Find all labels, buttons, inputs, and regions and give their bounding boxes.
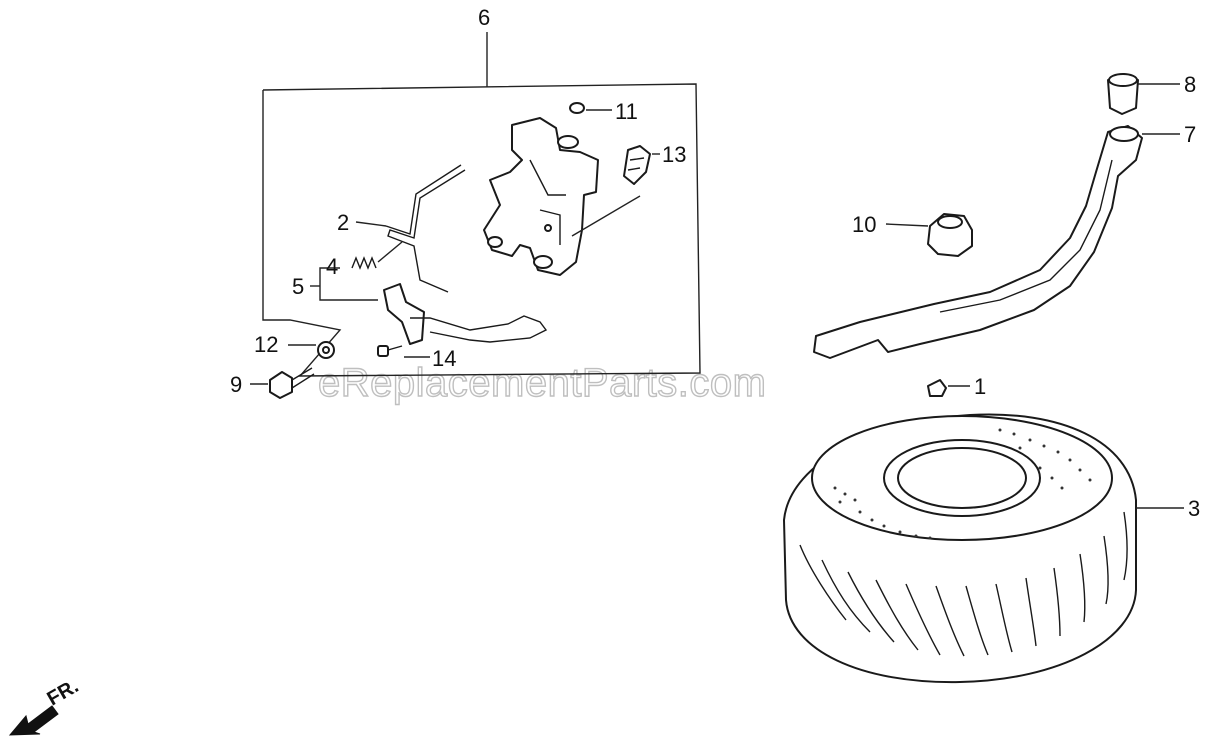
flywheel-fins: [799, 511, 1128, 657]
part-4-spring: [351, 241, 403, 270]
callout-11: 11: [615, 99, 638, 124]
part-14-screw: [377, 345, 430, 358]
callout-13: 13: [662, 142, 686, 167]
callout-1: 1: [974, 374, 986, 399]
part-1-key: [927, 379, 970, 397]
part-7-arm: [813, 125, 1180, 359]
callout-10: 10: [852, 212, 876, 237]
part-9-bolt: [250, 367, 315, 399]
direction-marker: FR.: [8, 675, 83, 736]
part-2-rod: [355, 164, 466, 293]
part-11-nut: [569, 102, 612, 114]
part-13-clip: [571, 145, 660, 237]
callout-12: 12: [254, 332, 278, 357]
fr-label: FR.: [44, 675, 83, 710]
governor-bracket: [483, 117, 599, 276]
part-8-nut: [1107, 73, 1180, 115]
assembly-6-outline: [262, 83, 701, 377]
part-5-arm: [383, 283, 548, 345]
watermark: eReplacementParts.com: [318, 361, 766, 405]
callout-9: 9: [230, 372, 242, 397]
callout-4: 4: [326, 254, 338, 279]
callout-3: 3: [1188, 496, 1200, 521]
part-12-washer: [288, 341, 335, 359]
callout-2: 2: [337, 210, 349, 235]
leader-4-5: [319, 267, 378, 301]
callout-5: 5: [292, 274, 304, 299]
callout-8: 8: [1184, 72, 1196, 97]
callout-6: 6: [478, 5, 490, 30]
part-10-flange-nut: [885, 213, 973, 257]
callout-14: 14: [432, 346, 456, 371]
flywheel-dots: [833, 428, 1092, 540]
callout-7: 7: [1184, 122, 1196, 147]
part-3-flywheel: [783, 413, 1184, 684]
